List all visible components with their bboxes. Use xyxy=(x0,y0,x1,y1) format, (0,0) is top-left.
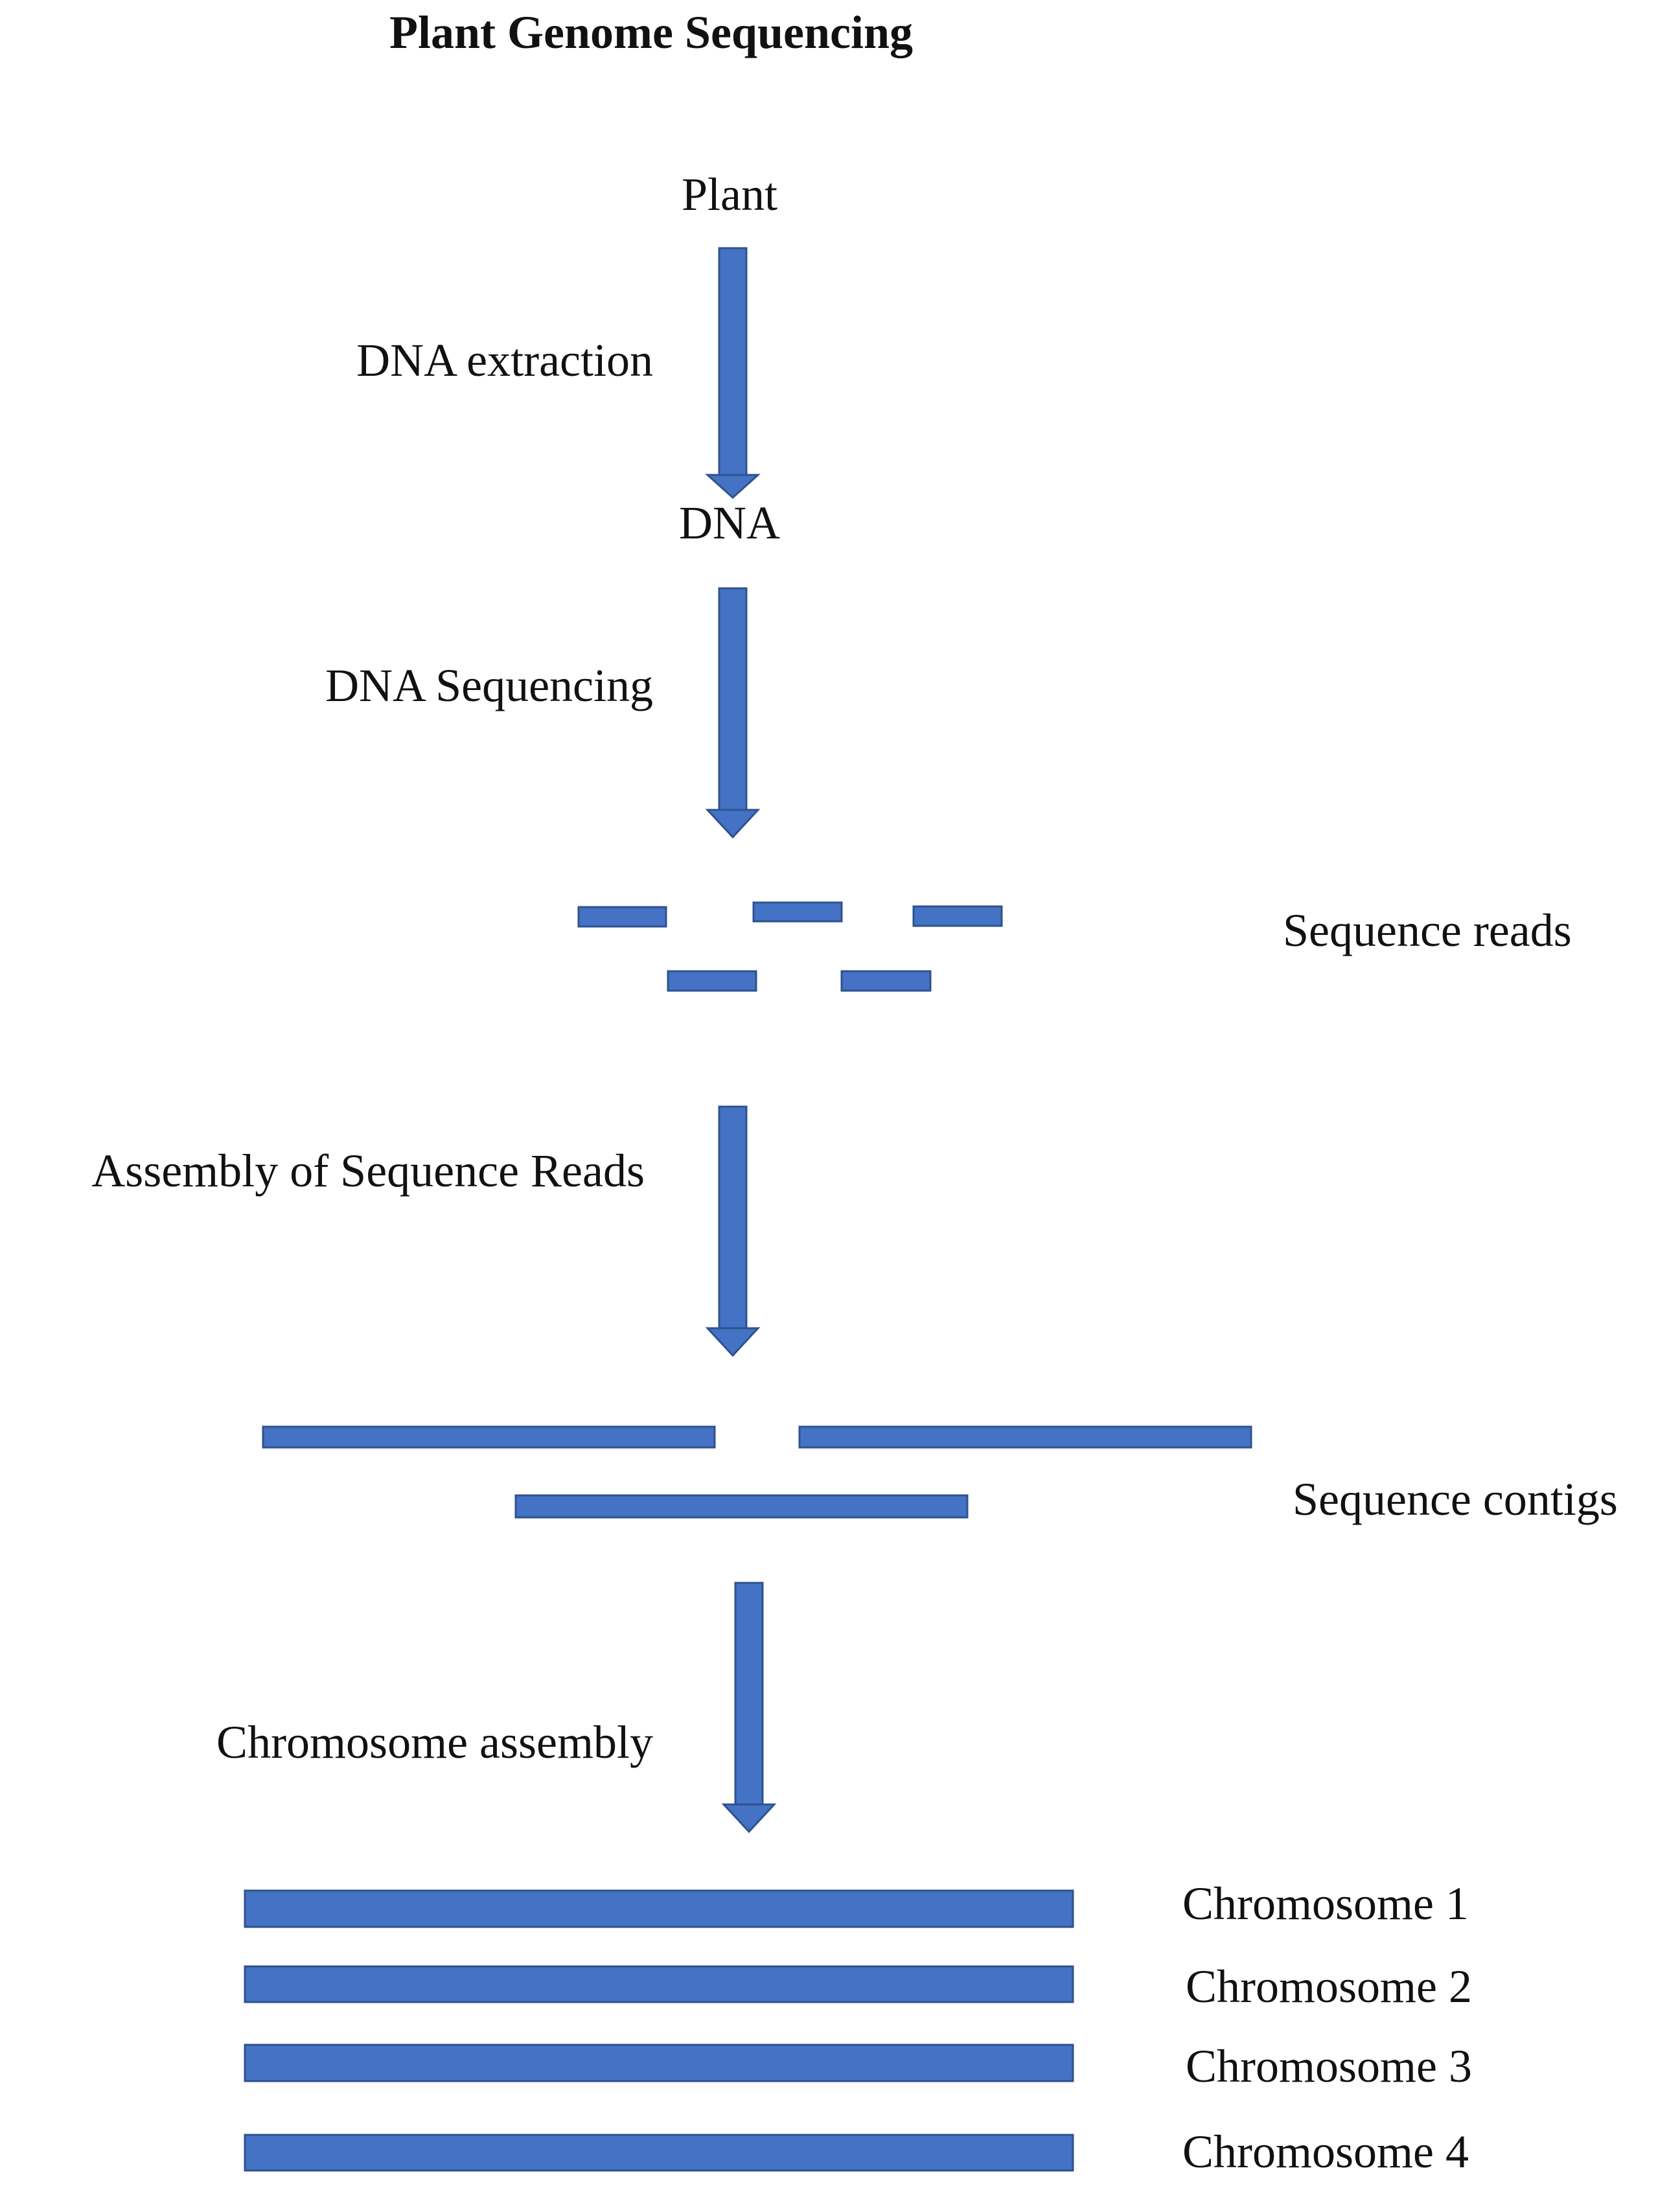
step-dna-extraction: DNA extraction xyxy=(356,334,653,386)
arrow-dna-extraction xyxy=(705,247,761,500)
node-plant: Plant xyxy=(682,168,777,220)
sequence-read xyxy=(667,970,757,992)
step-chromosome-assembly: Chromosome assembly xyxy=(216,1716,653,1768)
sequence-read xyxy=(840,970,932,992)
chromosome-bar-4 xyxy=(244,2134,1074,2172)
chromosome-label-3: Chromosome 3 xyxy=(1186,2040,1472,2092)
chromosome-label-1: Chromosome 1 xyxy=(1182,1878,1469,1929)
node-dna: DNA xyxy=(679,497,780,549)
sequence-read xyxy=(577,906,667,928)
diagram-title: Plant Genome Sequencing xyxy=(389,6,913,58)
chromosome-bars xyxy=(244,1889,1074,2172)
sequence-read xyxy=(752,901,843,923)
chromosome-label-4: Chromosome 4 xyxy=(1182,2126,1469,2178)
sequence-contig xyxy=(514,1494,969,1519)
chromosome-bar-1 xyxy=(244,1889,1074,1928)
chromosome-label-2: Chromosome 2 xyxy=(1186,1961,1472,2012)
step-assembly-of-reads: Assembly of Sequence Reads xyxy=(91,1145,645,1197)
arrow-chromosome-assembly xyxy=(721,1582,777,1834)
sequence-contig xyxy=(262,1425,716,1449)
step-dna-sequencing: DNA Sequencing xyxy=(325,660,653,711)
label-sequence-contigs: Sequence contigs xyxy=(1293,1473,1618,1525)
sequence-contig xyxy=(798,1425,1252,1449)
sequence-read xyxy=(912,905,1003,927)
arrow-dna-sequencing xyxy=(705,587,761,839)
chromosome-bar-3 xyxy=(244,2044,1074,2082)
label-sequence-reads: Sequence reads xyxy=(1283,904,1572,956)
sequence-contigs-group xyxy=(262,1425,1252,1519)
arrow-assembly-of-reads xyxy=(705,1105,761,1357)
sequence-reads-group xyxy=(577,901,1003,992)
chromosome-bar-2 xyxy=(244,1965,1074,2003)
